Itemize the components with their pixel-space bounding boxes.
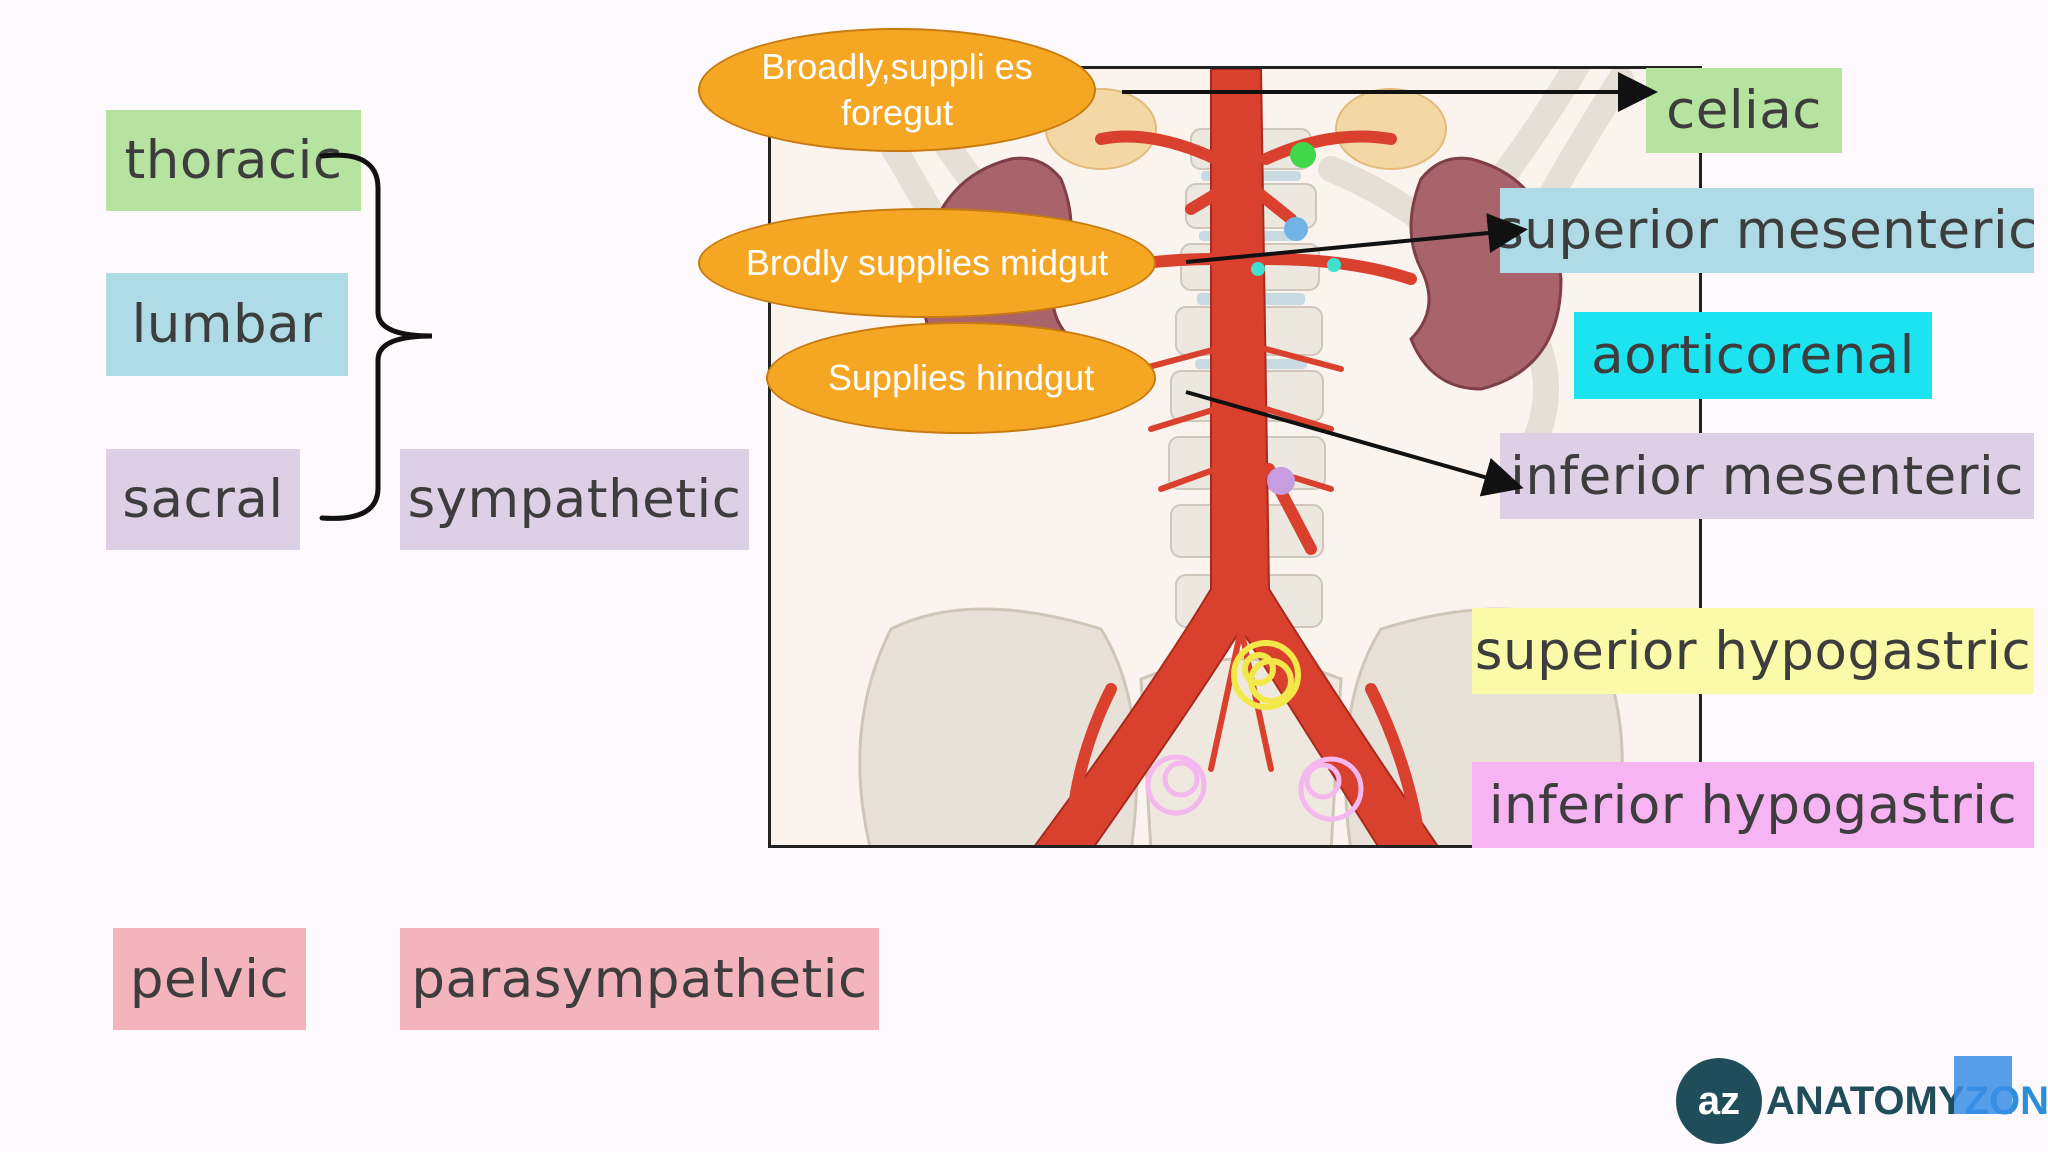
midgut-oval: Brodly supplies midgut — [698, 208, 1156, 318]
midgut-oval-text: Brodly supplies midgut — [745, 242, 1109, 283]
inferior-hypogastric-label: inferior hypogastric — [1472, 762, 2034, 848]
sympathetic-label: sympathetic — [400, 449, 749, 550]
arrow-hindgut-inferior-mesenteric — [1185, 390, 1524, 497]
thoracic-label: thoracic — [106, 110, 361, 211]
celiac-marker — [1290, 142, 1316, 168]
logo-word-anatomy: ANATOMY — [1766, 1078, 1965, 1123]
hindgut-oval-text: Supplies hindgut — [827, 357, 1095, 398]
inferior-mesenteric-marker — [1267, 467, 1295, 495]
corner-overlay-square — [1954, 1056, 2012, 1114]
superior-mesenteric-marker — [1284, 217, 1308, 241]
celiac-label: celiac — [1646, 68, 1842, 153]
sacral-label: sacral — [106, 449, 300, 550]
hindgut-oval: Supplies hindgut — [766, 322, 1156, 434]
curly-brace — [319, 152, 433, 521]
superior-mesenteric-label: superior mesenteric — [1496, 188, 2037, 273]
logo-mark: az — [1676, 1058, 1762, 1144]
arrow-midgut-superior-mesenteric — [1185, 213, 1528, 264]
superior-hypogastric-label: superior hypogastric — [1472, 608, 2034, 694]
anatomyzone-logo: az ANATOMYZONE — [1676, 1058, 2048, 1144]
parasympathetic-label: parasympathetic — [400, 928, 879, 1030]
foregut-oval-text: Broadly,suppli es foregut — [761, 46, 1033, 133]
lumbar-label: lumbar — [106, 273, 348, 376]
pelvic-label: pelvic — [113, 928, 306, 1030]
aorticorenal-label: aorticorenal — [1574, 312, 1932, 399]
inferior-mesenteric-label: inferior mesenteric — [1500, 433, 2034, 519]
foregut-oval: Broadly,suppli es foregut — [698, 28, 1096, 152]
